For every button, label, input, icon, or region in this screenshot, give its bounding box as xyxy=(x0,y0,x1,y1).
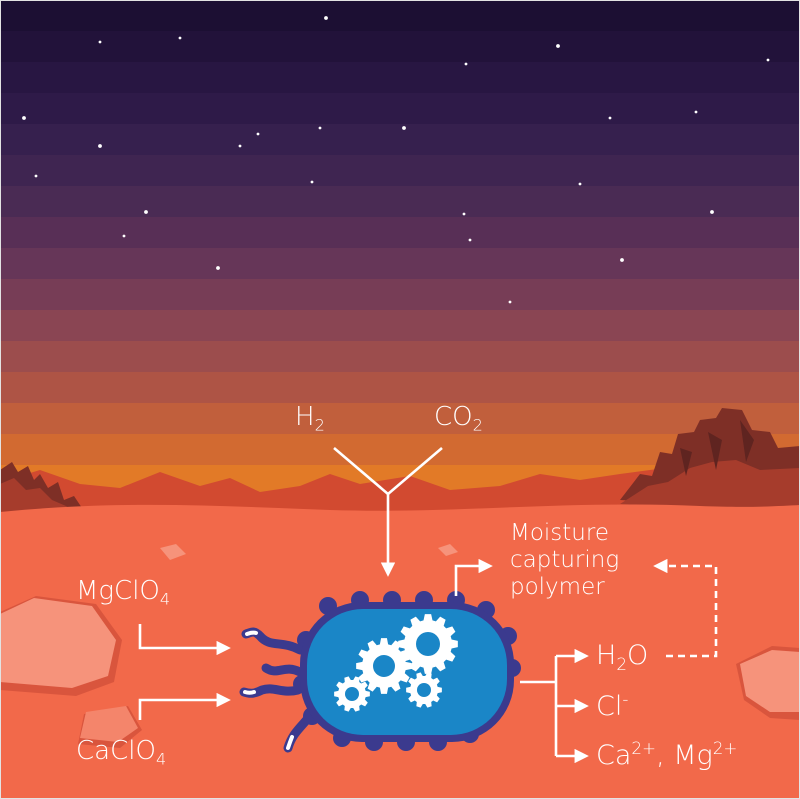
star-icon xyxy=(216,266,220,270)
arrow-recycle xyxy=(653,558,718,658)
caclo4-label: CaClO4 xyxy=(76,736,167,769)
right-mesa xyxy=(620,408,800,514)
star-icon xyxy=(318,126,322,130)
star-icon xyxy=(178,36,182,40)
sky-band xyxy=(0,155,800,187)
stars xyxy=(22,16,770,304)
arrow-polymer xyxy=(454,558,493,596)
star-icon xyxy=(22,116,26,120)
sky-band xyxy=(0,0,800,32)
star-icon xyxy=(238,144,242,148)
polymer-line-2: capturing xyxy=(510,547,620,573)
co2-input-line xyxy=(387,447,443,495)
mgclo4-label: MgClO4 xyxy=(76,576,171,609)
sky-band xyxy=(0,248,800,280)
star-icon xyxy=(310,180,314,184)
co2-label: CO2 xyxy=(434,402,483,435)
star-icon xyxy=(462,212,466,216)
arrow-caclo4 xyxy=(138,692,231,720)
star-icon xyxy=(256,132,260,136)
gears xyxy=(334,614,458,712)
polymer-line-3: polymer xyxy=(510,574,605,600)
polymer-line-1: Moisture xyxy=(510,520,609,546)
h2-label: H2 xyxy=(295,402,325,435)
left-mesa xyxy=(0,462,86,516)
rocks xyxy=(0,544,800,748)
gear-icon xyxy=(406,672,442,708)
sky-band xyxy=(0,403,800,435)
star-icon xyxy=(34,174,38,178)
star-icon xyxy=(464,62,468,66)
arrows xyxy=(138,447,718,764)
arrow-mgclo4 xyxy=(138,624,231,656)
sky-band xyxy=(0,372,800,404)
sky-band xyxy=(0,124,800,156)
star-icon xyxy=(578,182,582,186)
star-icon xyxy=(694,110,698,114)
h2-input-line xyxy=(333,447,389,495)
star-icon xyxy=(556,44,560,48)
star-icon xyxy=(508,300,512,304)
h2o-label: H2O xyxy=(596,640,649,674)
sky-band xyxy=(0,341,800,373)
microbe xyxy=(293,591,521,751)
sky-band xyxy=(0,279,800,311)
sky-band xyxy=(0,310,800,342)
star-icon xyxy=(468,238,472,242)
star-icon xyxy=(608,116,612,120)
star-icon xyxy=(402,126,406,130)
sky-band xyxy=(0,93,800,125)
star-icon xyxy=(122,234,126,238)
star-icon xyxy=(144,210,148,214)
sky-band xyxy=(0,186,800,218)
star-icon xyxy=(766,58,770,62)
cl-label: Cl- xyxy=(596,688,629,722)
gear-icon xyxy=(356,638,412,694)
distant-mountains xyxy=(0,458,800,520)
star-icon xyxy=(324,16,328,20)
star-icon xyxy=(620,258,624,262)
flagella-highlights xyxy=(243,630,294,750)
polymer-label: Moisture capturing polymer xyxy=(510,520,619,601)
gear-icon xyxy=(398,614,458,674)
gear-icon xyxy=(334,676,370,712)
sky-band xyxy=(0,217,800,249)
sky-band xyxy=(0,31,800,63)
sky-band xyxy=(0,62,800,94)
star-icon xyxy=(98,144,102,148)
star-icon xyxy=(710,210,714,214)
cations-label: Ca2+, Mg2+ xyxy=(596,737,738,771)
star-icon xyxy=(98,40,102,44)
